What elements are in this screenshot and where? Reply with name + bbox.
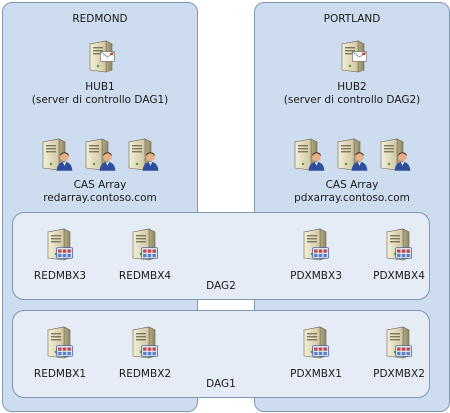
client-access-server-icon (337, 138, 368, 171)
mailbox-server-icon (386, 228, 412, 261)
client-access-server-icon (294, 138, 325, 171)
mailbox-server-name: REDMBX4 (118, 270, 172, 282)
cas-array: CAS Array pdxarray.contoso.com (255, 135, 449, 205)
cas-array-title: CAS Array (325, 179, 379, 191)
mailbox-server-name: PDXMBX3 (290, 270, 342, 282)
mailbox-server-name: PDXMBX4 (373, 270, 425, 282)
dag-name: DAG1 (206, 378, 236, 390)
client-access-server-icon (42, 138, 73, 171)
cas-array-title: CAS Array (73, 179, 127, 191)
mailbox-server: PDXMBX4 (359, 227, 439, 282)
client-access-server-icon (85, 138, 116, 171)
mailbox-server-icon (47, 228, 73, 261)
mailbox-server: PDXMBX3 (276, 227, 356, 282)
cas-array-fqdn: redarray.contoso.com (43, 192, 157, 204)
hub-role: (server di controllo DAG1) (31, 94, 169, 106)
mailbox-server-name: PDXMBX1 (290, 368, 342, 380)
mailbox-server-name: REDMBX2 (118, 368, 172, 380)
mailbox-server: PDXMBX2 (359, 325, 439, 380)
dag-group: REDMBX3 REDMBX4 PDXMBX3 PDXMBX4 DAG2 (12, 212, 430, 300)
mailbox-server-name: REDMBX1 (33, 368, 87, 380)
client-access-server-icon (128, 138, 159, 171)
dag-name: DAG2 (206, 280, 236, 292)
mailbox-server: REDMBX3 (20, 227, 100, 282)
hub-transport-server-icon (89, 40, 115, 73)
mailbox-server: REDMBX2 (105, 325, 185, 380)
hub-name: HUB2 (337, 81, 367, 93)
mailbox-server-name: REDMBX3 (33, 270, 87, 282)
hub-transport-server-icon (341, 40, 367, 73)
hub-name: HUB1 (85, 81, 115, 93)
mailbox-server-icon (303, 228, 329, 261)
mailbox-server: REDMBX4 (105, 227, 185, 282)
mailbox-server-icon (132, 228, 158, 261)
site-name: REDMOND (72, 13, 128, 25)
client-access-server-icon (380, 138, 411, 171)
hub-role: (server di controllo DAG2) (283, 94, 421, 106)
mailbox-server-icon (303, 326, 329, 359)
mailbox-server-icon (47, 326, 73, 359)
cas-array-fqdn: pdxarray.contoso.com (294, 192, 410, 204)
hub-transport-server: HUB1 (server di controllo DAG1) (3, 39, 197, 107)
cas-array: CAS Array redarray.contoso.com (3, 135, 197, 205)
site-name: PORTLAND (323, 13, 381, 25)
mailbox-server-name: PDXMBX2 (373, 368, 425, 380)
mailbox-server: PDXMBX1 (276, 325, 356, 380)
mailbox-server: REDMBX1 (20, 325, 100, 380)
dag-group: REDMBX1 REDMBX2 PDXMBX1 PDXMBX2 DAG1 (12, 310, 430, 398)
hub-transport-server: HUB2 (server di controllo DAG2) (255, 39, 449, 107)
mailbox-server-icon (386, 326, 412, 359)
mailbox-server-icon (132, 326, 158, 359)
